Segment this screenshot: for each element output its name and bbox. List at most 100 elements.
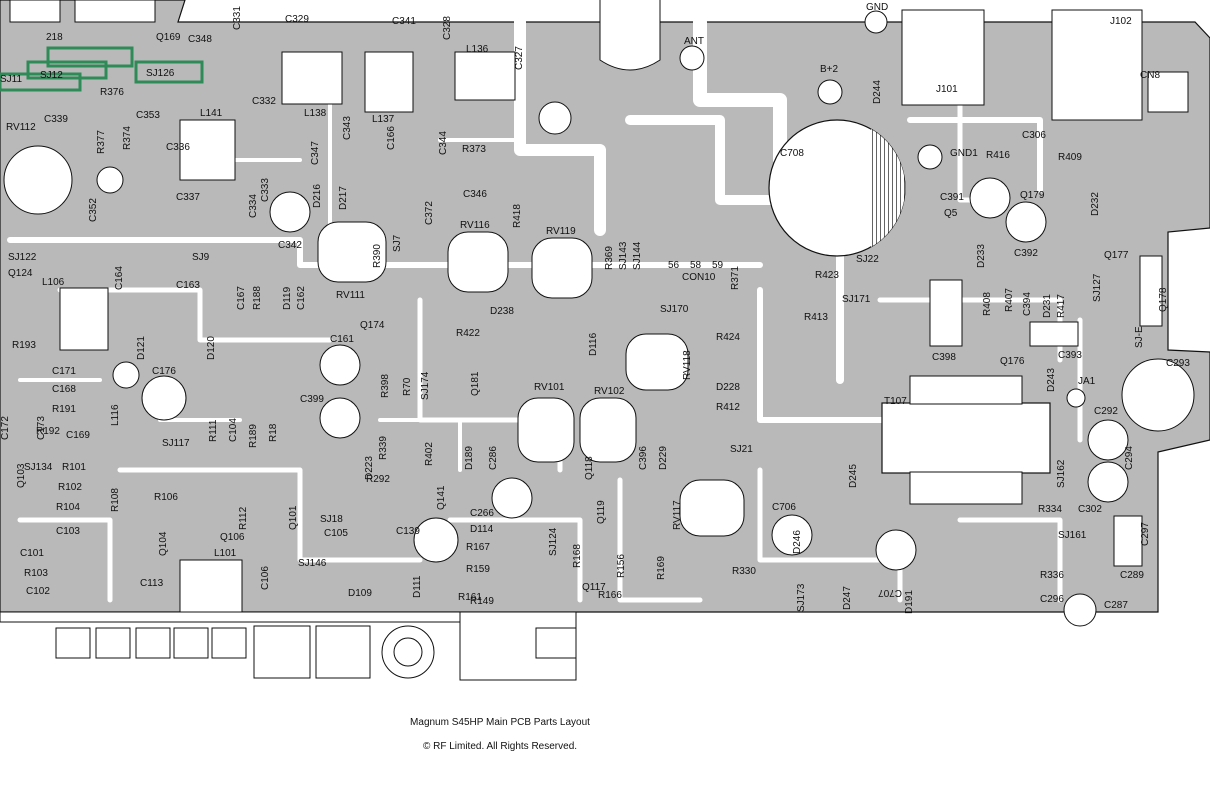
part-label-r169: R169 (656, 556, 667, 580)
c342-outline (269, 191, 311, 233)
part-label-sj122: SJ122 (8, 252, 37, 263)
l136-outline (454, 51, 516, 101)
part-label-r373: R373 (462, 144, 486, 155)
part-label-q118: Q118 (584, 456, 595, 480)
part-label-c333: C333 (260, 178, 271, 202)
part-label-c346: C346 (463, 189, 487, 200)
part-label-c396: C396 (638, 446, 649, 470)
part-label-sj9: SJ9 (192, 252, 210, 263)
part-label-218: 218 (46, 32, 63, 43)
part-label-rv111: RV111 (336, 290, 365, 301)
c707-outline (875, 529, 917, 571)
part-label-c172: C172 (0, 416, 11, 440)
part-label-d244: D244 (872, 80, 883, 104)
part-label-c342: C342 (278, 240, 302, 251)
part-label-c327: C327 (514, 46, 525, 70)
part-label-d217: D217 (338, 186, 349, 210)
part-label-sj22: SJ22 (856, 254, 879, 265)
part-label-r103: R103 (24, 568, 48, 579)
part-label-d223: D223 (364, 456, 375, 480)
part-label-l136: L136 (466, 44, 489, 55)
part-label-ant: ANT (684, 36, 704, 47)
part-label-r188: R188 (252, 286, 263, 310)
part-label-c296: C296 (1040, 594, 1064, 605)
part-label-d191: D191 (904, 590, 915, 614)
part-label-r374: R374 (122, 126, 133, 150)
part-label-d111: D111 (412, 575, 423, 598)
gnd-pad (864, 10, 888, 34)
r372-pad (538, 101, 572, 135)
rv117-outline (679, 479, 745, 537)
part-label-sj11: SJ11 (0, 74, 22, 85)
part-label-sj171: SJ171 (842, 294, 871, 305)
part-label-c352: C352 (88, 198, 99, 222)
part-label-c339: C339 (44, 114, 68, 125)
j102-outline (1051, 9, 1143, 121)
part-label-sj18: SJ18 (320, 514, 343, 525)
part-label-d116: D116 (588, 332, 599, 356)
part-label-c399: C399 (300, 394, 324, 405)
part-label-d229: D229 (658, 446, 669, 470)
part-label-c166: C166 (386, 126, 397, 150)
part-label-j101: J101 (936, 84, 958, 95)
t107-outline (881, 402, 1051, 474)
part-label-r292: R292 (366, 474, 390, 485)
c352-pad (96, 166, 124, 194)
part-label-r422: R422 (456, 328, 480, 339)
rv102-outline (579, 397, 637, 463)
part-label-q141: Q141 (436, 485, 447, 510)
part-label-sj174: SJ174 (420, 371, 431, 400)
part-label-gnd1: GND1 (950, 148, 978, 159)
part-label-r390: R390 (372, 244, 383, 268)
part-label-d109: D109 (348, 588, 372, 599)
part-label-c104: C104 (228, 418, 239, 442)
part-label-sj124: SJ124 (548, 527, 559, 556)
highlight-sj218 (46, 46, 134, 68)
part-label-c162: C162 (296, 286, 307, 310)
part-label-r330: R330 (732, 566, 756, 577)
part-label-d233: D233 (976, 244, 987, 268)
part-label-r424: R424 (716, 332, 740, 343)
part-label-r104: R104 (56, 502, 80, 513)
gnd1-pad (917, 144, 943, 170)
part-label-r192: R192 (36, 426, 60, 437)
part-label-c372: C372 (424, 201, 435, 225)
part-label-b-2: B+2 (820, 64, 839, 75)
part-label-r102: R102 (58, 482, 82, 493)
l116-pad (112, 361, 140, 389)
part-label-d228: D228 (716, 382, 740, 393)
part-label-c341: C341 (392, 16, 416, 27)
part-label-sj117: SJ117 (162, 438, 190, 449)
part-label-c331: C331 (232, 6, 243, 30)
c292-outline (1087, 419, 1129, 461)
part-label-r336: R336 (1040, 570, 1064, 581)
ja1-pad (1066, 388, 1086, 408)
part-label-c293: C293 (1166, 358, 1190, 369)
part-label-sj170: SJ170 (660, 304, 689, 315)
part-label-c391: C391 (940, 192, 964, 203)
part-label-c171: C171 (52, 366, 76, 377)
q178-body (1139, 255, 1163, 327)
part-label-r159: R159 (466, 564, 490, 575)
part-label-rv112: RV112 (6, 122, 36, 133)
part-label-sj134: SJ134 (24, 462, 53, 473)
rv116-outline (447, 231, 509, 293)
part-label-c398: C398 (932, 352, 956, 363)
part-label-r166: R166 (598, 590, 622, 601)
l106-outline (59, 287, 109, 351)
part-label-r70: R70 (402, 377, 413, 396)
part-label-r168: R168 (572, 544, 583, 568)
part-label-d231: D231 (1042, 294, 1053, 318)
part-label-c302: C302 (1078, 504, 1102, 515)
highlighted-jumpers (0, 46, 204, 92)
part-label-d246: D246 (792, 530, 803, 554)
c266-outline (491, 477, 533, 519)
part-label-c706: C706 (772, 502, 796, 513)
part-label-d243: D243 (1046, 368, 1057, 392)
part-label-q178: Q178 (1158, 287, 1169, 312)
t107-tab-bottom (909, 471, 1023, 505)
part-label-r407: R407 (1004, 288, 1015, 312)
part-label-ja1: JA1 (1078, 376, 1096, 387)
c391-outline (969, 177, 1011, 219)
rv118-outline (625, 333, 689, 391)
